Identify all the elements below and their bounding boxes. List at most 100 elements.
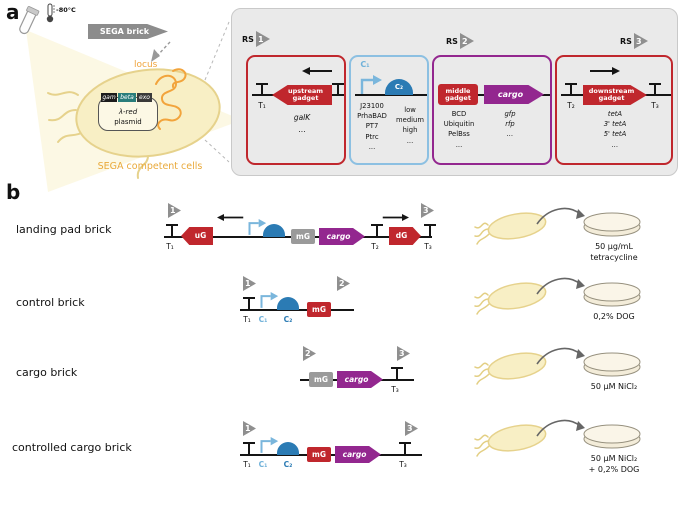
mG-element: mG: [307, 447, 331, 462]
downstream-options: tetA 3' tetA 5' tetA ...: [587, 109, 643, 150]
middle-gadget-text1: middle: [445, 86, 471, 95]
selection-condition-line1: 50 μg/mL: [595, 242, 633, 251]
petri-dish-icon: [583, 212, 641, 237]
mG-label: mG: [296, 231, 310, 241]
selection-condition-line1: 0,2% DOG: [593, 312, 635, 321]
marker-number: 2: [339, 279, 345, 288]
promoter-c1-label: C₁: [360, 60, 370, 69]
petri-dish-icon: [583, 424, 641, 449]
downstream-gadget-box: T₂ downstream gadget T₃ tetA 3' tetA 5' …: [555, 55, 673, 165]
sega-brick-arrow-label: SEGA brick: [99, 26, 150, 36]
row-label-controlled-cargo: controlled cargo brick: [12, 441, 132, 454]
plating-arrow-icon: [536, 347, 586, 365]
downstream-gadget-arrow: downstream gadget: [583, 85, 647, 105]
marker-number: 3: [407, 424, 413, 433]
strength-option: high: [402, 126, 418, 135]
selection-condition-line2: + 0,2% DOG: [588, 465, 640, 474]
promoter-c1-icon: [260, 290, 279, 309]
selection-condition-line2: tetracycline: [590, 253, 638, 262]
flagellum: [47, 91, 79, 96]
terminator-t1-icon: [166, 224, 178, 237]
terminator-t3-label: T₃: [424, 242, 432, 251]
terminator-t3-icon: [391, 367, 403, 380]
marker-number: 3: [399, 349, 405, 358]
terminator-t3-icon: [424, 224, 436, 237]
middle-option: PelBss: [448, 130, 470, 139]
promoter-c2-icon: [263, 224, 285, 237]
cargo-label: cargo: [326, 231, 351, 241]
terminator-t1-icon: [243, 442, 255, 455]
cargo-box: middle gadget BCD Ubiquitin PelBss ... c…: [432, 55, 552, 165]
marker-number: 1: [245, 424, 251, 433]
mG-label: mG: [312, 304, 326, 314]
storage-temp: -80°C: [56, 6, 76, 14]
promoter-option: PT7: [365, 122, 379, 131]
upstream-gene-dots: ...: [298, 125, 306, 134]
terminator-t1-label: T₁: [243, 460, 251, 469]
marker-number: 1: [245, 279, 251, 288]
upstream-gadget-text2: gadget: [292, 94, 319, 102]
cargo-arrow: cargo: [319, 228, 365, 245]
dashed-arrow: [156, 41, 171, 57]
middle-gadget-options: BCD Ubiquitin PelBss ...: [434, 109, 484, 150]
marker-number: 2: [305, 349, 311, 358]
promoter-c2-label: C₂: [283, 315, 293, 324]
promoter-c2-icon: [277, 297, 299, 310]
strength-options-list: low medium high ...: [391, 105, 429, 146]
downstream-option: ...: [611, 140, 619, 149]
downstream-option: tetA: [607, 110, 623, 118]
rs1-number: 1: [258, 34, 264, 44]
rs3-label: RS: [620, 37, 632, 46]
promoter-c2-label: C₂: [283, 460, 293, 469]
upstream-gadget-box: T₁ upstream gadget galK ...: [246, 55, 346, 165]
brick-marker-icon: 3: [397, 346, 410, 361]
promoter-c1-label: C₁: [258, 460, 268, 469]
locus-squiggle: [171, 68, 187, 88]
gene-beta: beta: [118, 93, 136, 102]
locus-label: locus: [134, 60, 158, 70]
brick-marker-icon: 2: [337, 276, 350, 291]
gene-exo: exo: [137, 93, 152, 102]
cargo-arrow: cargo: [484, 85, 544, 104]
selection-condition-line1: 50 μM NiCl₂: [590, 382, 638, 391]
row-label-control: control brick: [16, 296, 85, 309]
terminator-t1-icon: [243, 297, 255, 310]
downstream-option: 5' tetA: [603, 130, 627, 139]
promoter-box: C₁ C₂ J23100 PrhaBAD PT7 Ptrc ... low me…: [349, 55, 429, 165]
plasmid-name-line1: λ-red: [118, 108, 138, 116]
rs3-number: 3: [636, 36, 642, 46]
cargo-arrow: cargo: [337, 371, 383, 388]
promoter-c1-icon: [360, 73, 383, 95]
row-label-cargo: cargo brick: [16, 366, 78, 379]
dG-arrow: dG: [389, 227, 421, 245]
terminator-t3-label: T₃: [399, 460, 407, 469]
brick-marker-icon: 3: [405, 421, 418, 436]
brick-marker-icon: 3: [421, 203, 434, 218]
strength-option: ...: [406, 136, 414, 145]
upstream-gene-option: galK: [293, 113, 311, 122]
transcription-left-arrow-icon: [302, 66, 333, 76]
brick-marker-icon: 1: [168, 203, 181, 218]
terminator-t2-icon: [565, 83, 577, 96]
mG-label: mG: [312, 449, 326, 459]
cargo-label: cargo: [344, 374, 369, 384]
promoter-c1-label: C₁: [258, 315, 268, 324]
brick-marker-icon: 1: [243, 421, 256, 436]
terminator-t3-label: T₃: [391, 385, 399, 394]
mG-element: mG: [291, 229, 315, 244]
construct-detail-box: RS 1 RS 2 RS 3 T₁ upstream gadget galK .…: [231, 8, 678, 176]
dG-label: dG: [395, 231, 408, 241]
cargo-option: rfp: [505, 120, 515, 129]
dna-line: [240, 454, 422, 456]
transcription-right-arrow-icon: [381, 213, 409, 222]
terminator-t2-label: T₂: [371, 242, 379, 251]
cargo-option: ...: [506, 130, 514, 139]
middle-gadget-text2: gadget: [445, 93, 471, 102]
rs3-marker-icon: 3: [634, 33, 648, 49]
uG-arrow: uG: [181, 227, 213, 245]
cargo-arrow-label: cargo: [497, 89, 524, 99]
promoter-c2-icon: C₂: [385, 79, 413, 95]
transcription-left-arrow-icon: [217, 213, 245, 222]
promoter-options-list: J23100 PrhaBAD PT7 Ptrc ...: [353, 101, 391, 152]
flagellum: [48, 109, 77, 122]
